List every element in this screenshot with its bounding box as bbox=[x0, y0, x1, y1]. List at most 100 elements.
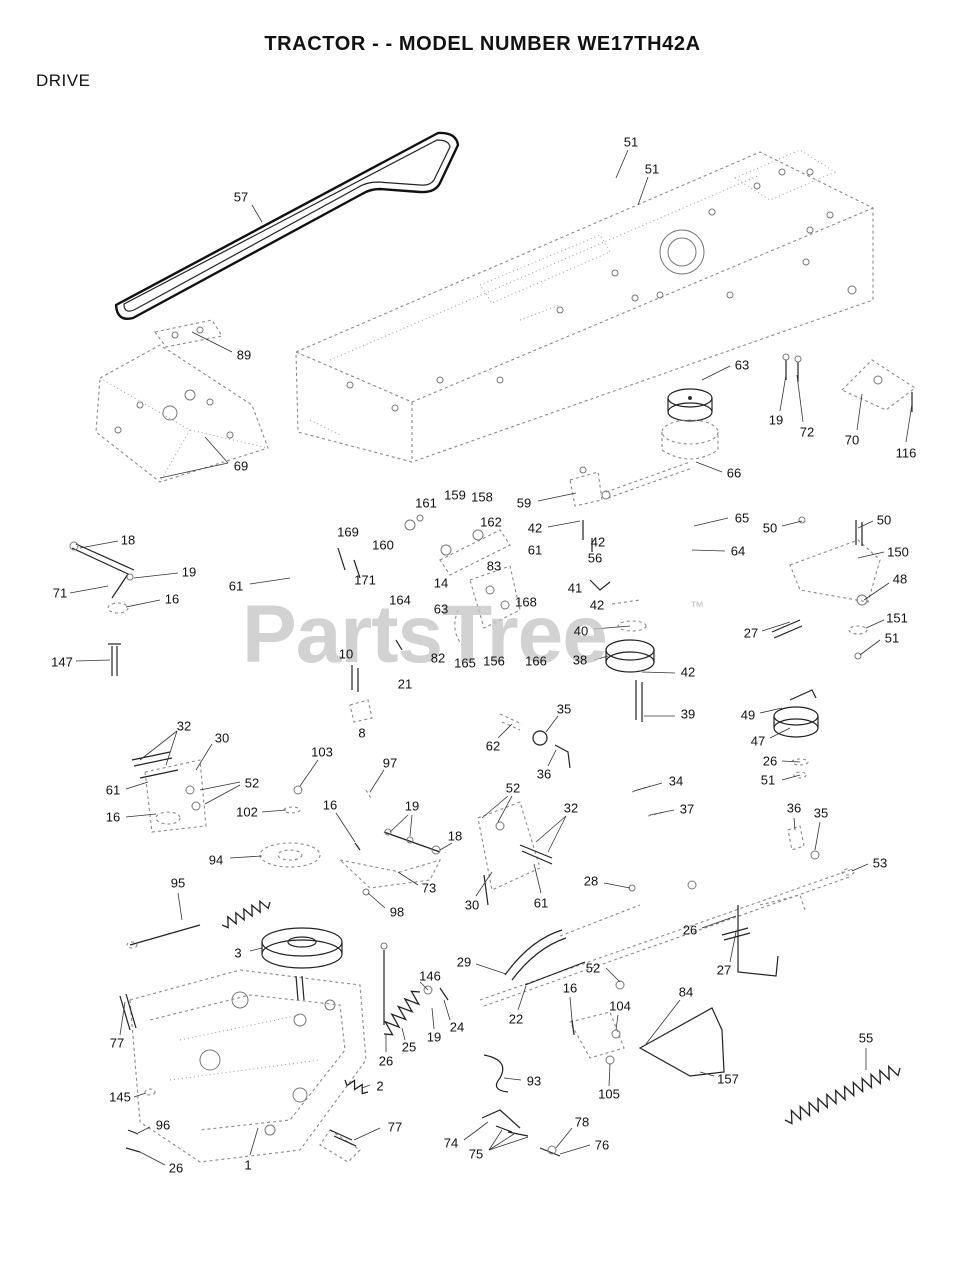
callout-label: 16 bbox=[562, 980, 578, 996]
callout-label: 61 bbox=[228, 578, 244, 594]
leader-line bbox=[857, 551, 885, 559]
idler-pulley-right bbox=[773, 689, 819, 779]
idler-pulley-top bbox=[661, 388, 719, 460]
callout-label: 78 bbox=[574, 1114, 590, 1130]
leader-line bbox=[593, 625, 631, 630]
idler-arm-right bbox=[771, 516, 881, 660]
leader-line bbox=[851, 863, 869, 872]
leader-line bbox=[137, 1126, 151, 1134]
callout-label: 40 bbox=[573, 623, 589, 639]
callout-label: 69 bbox=[233, 458, 249, 474]
callout-label: 27 bbox=[716, 962, 732, 978]
watermark-text: PartsTree bbox=[242, 589, 608, 680]
leader-line bbox=[603, 882, 631, 889]
callout-label: 18 bbox=[447, 828, 463, 844]
callout-label: 22 bbox=[508, 1011, 524, 1027]
callout-label: 36 bbox=[536, 766, 552, 782]
callout-label: 16 bbox=[105, 809, 121, 825]
page-title: TRACTOR - - MODEL NUMBER WE17TH42A bbox=[264, 33, 701, 55]
callout-label: 75 bbox=[468, 1146, 484, 1162]
leader-line bbox=[691, 549, 726, 552]
callout-label: 27 bbox=[743, 625, 759, 641]
callout-label: 26 bbox=[762, 753, 778, 769]
leader-line bbox=[781, 760, 801, 763]
leader-line bbox=[361, 1084, 371, 1089]
callout-label: 156 bbox=[483, 653, 505, 669]
callout-label: 165 bbox=[454, 655, 476, 671]
leader-line bbox=[204, 784, 241, 805]
leader-line bbox=[865, 619, 885, 629]
callout-label: 42 bbox=[590, 534, 606, 550]
axle-plate bbox=[154, 319, 223, 348]
leader-line bbox=[401, 1027, 406, 1041]
callout-label: 151 bbox=[886, 610, 908, 626]
leader-line bbox=[695, 461, 723, 473]
callout-label: 77 bbox=[387, 1119, 403, 1135]
leader-line bbox=[497, 723, 513, 739]
leader-line bbox=[125, 599, 161, 608]
callout-label: 102 bbox=[236, 804, 258, 820]
leader-line bbox=[204, 436, 229, 464]
callout-label: 19 bbox=[426, 1029, 442, 1045]
front-frame-bracket bbox=[95, 344, 269, 483]
callout-label: 35 bbox=[813, 805, 829, 821]
callout-label: 72 bbox=[799, 424, 815, 440]
leader-line bbox=[199, 781, 241, 791]
callout-label: 96 bbox=[155, 1117, 171, 1133]
callout-label: 59 bbox=[516, 495, 532, 511]
callout-label: 76 bbox=[594, 1137, 610, 1153]
drive-belt bbox=[114, 131, 460, 320]
leader-line bbox=[488, 1133, 515, 1151]
leader-line bbox=[249, 1127, 259, 1156]
leader-line bbox=[125, 813, 157, 818]
leader-line bbox=[533, 863, 542, 894]
callout-label: 95 bbox=[170, 875, 186, 891]
callout-label: 26 bbox=[168, 1160, 184, 1176]
callout-label: 104 bbox=[609, 998, 631, 1014]
leader-line bbox=[335, 812, 356, 843]
callout-label: 55 bbox=[858, 1030, 874, 1046]
callout-label: 52 bbox=[505, 780, 521, 796]
leader-line bbox=[759, 707, 783, 714]
engine-pulley bbox=[261, 927, 343, 969]
leader-line bbox=[409, 814, 413, 837]
leader-line bbox=[856, 393, 863, 431]
callout-label: 103 bbox=[311, 744, 333, 760]
callout-label: 19 bbox=[768, 412, 784, 428]
callout-label: 48 bbox=[892, 571, 908, 587]
spring-25 bbox=[380, 942, 449, 1036]
callout-label: 30 bbox=[214, 730, 230, 746]
callout-label: 56 bbox=[587, 550, 603, 566]
leader-line bbox=[559, 1144, 591, 1155]
leader-line bbox=[535, 815, 567, 843]
leader-line bbox=[547, 520, 581, 528]
callout-label: 19 bbox=[181, 564, 197, 580]
leader-line bbox=[251, 204, 263, 223]
hardware-bottom-left bbox=[125, 1088, 357, 1153]
callout-label: 77 bbox=[109, 1035, 125, 1051]
callout-label: 159 bbox=[444, 487, 466, 503]
clutch-linkage bbox=[337, 466, 611, 723]
clip-93 bbox=[483, 1054, 509, 1093]
callout-label: 8 bbox=[358, 725, 366, 741]
callout-label: 147 bbox=[51, 654, 73, 670]
leader-line bbox=[545, 715, 559, 733]
leader-line bbox=[781, 774, 801, 781]
callout-label: 62 bbox=[485, 738, 501, 754]
callout-label: 94 bbox=[208, 852, 224, 868]
callout-label: 50 bbox=[876, 512, 892, 528]
bracket-left bbox=[131, 751, 207, 833]
callout-label: 38 bbox=[572, 652, 588, 668]
callout-label: 26 bbox=[378, 1053, 394, 1069]
leader-line bbox=[159, 462, 229, 479]
callout-label: 164 bbox=[389, 592, 411, 608]
spring-2 bbox=[344, 1079, 369, 1095]
leader-line bbox=[729, 931, 737, 963]
leader-line bbox=[191, 331, 233, 353]
callout-label: 42 bbox=[680, 664, 696, 680]
callout-label: 63 bbox=[433, 601, 449, 617]
leader-line bbox=[249, 947, 263, 952]
leader-line bbox=[177, 892, 183, 921]
